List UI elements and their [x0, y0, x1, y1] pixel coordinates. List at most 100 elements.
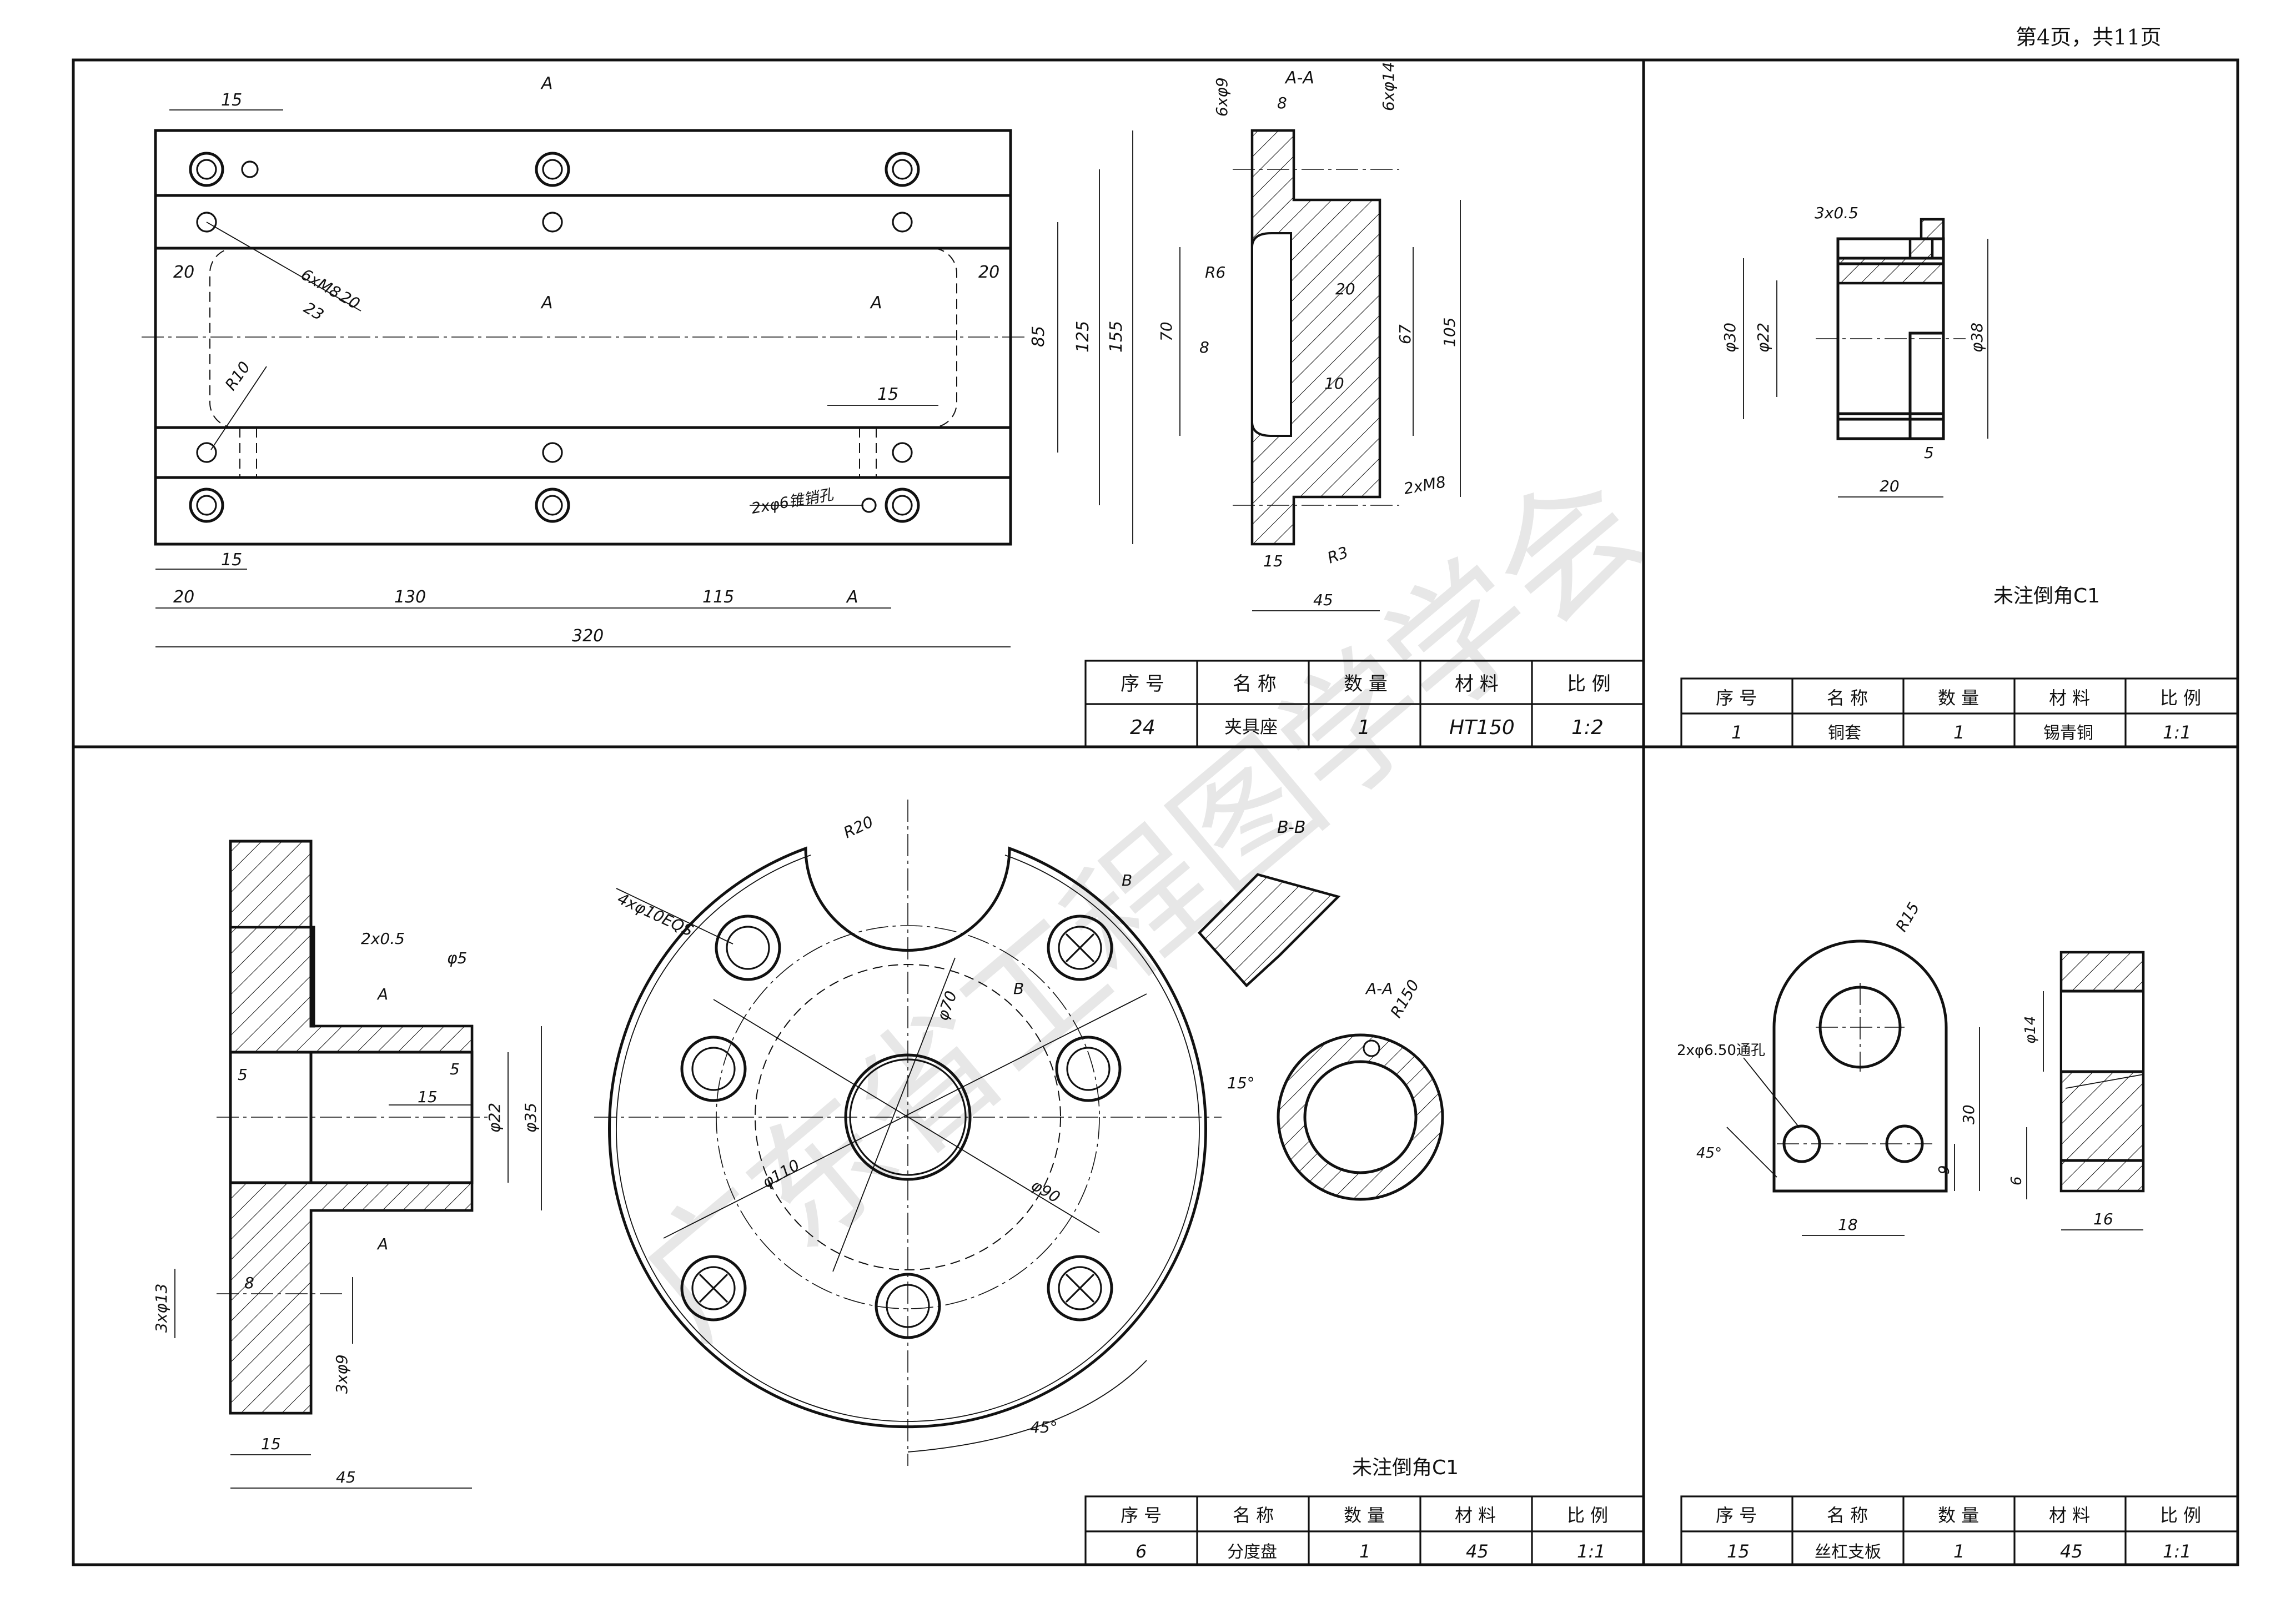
svg-text:45: 45 [1466, 1541, 1489, 1562]
svg-text:23: 23 [301, 298, 327, 324]
svg-text:2xφ6锥销孔: 2xφ6锥销孔 [750, 486, 835, 517]
svg-text:6xM8: 6xM8 [298, 265, 344, 302]
svg-text:2xM8: 2xM8 [1402, 473, 1447, 498]
svg-text:名 称: 名 称 [1827, 1505, 1868, 1526]
svg-text:锡青铜: 锡青铜 [2043, 723, 2093, 743]
svg-text:比 例: 比 例 [1567, 673, 1611, 695]
index-plate-holes [680, 914, 1122, 1339]
index-plate-panel: 2x0.5 φ5 A 5 5 15 φ22 φ35 A 3xφ13 8 3xφ9… [152, 800, 1645, 1566]
svg-text:A: A [540, 293, 553, 313]
svg-text:5: 5 [1924, 444, 1934, 462]
svg-text:15: 15 [877, 385, 898, 404]
svg-text:105: 105 [1440, 318, 1459, 347]
screw-support-panel: R15 2xφ6.50通孔 45° 18 30 9 φ14 6 16 [1677, 899, 2239, 1566]
svg-text:A: A [846, 587, 858, 607]
svg-text:φ22: φ22 [1754, 323, 1772, 353]
svg-text:6: 6 [2008, 1176, 2025, 1185]
svg-text:6xφ14: 6xφ14 [1379, 62, 1398, 111]
svg-text:8: 8 [1199, 338, 1209, 356]
svg-text:A: A [376, 985, 388, 1003]
svg-text:B: B [1013, 979, 1024, 998]
title-block-index-plate: 序 号 名 称 数 量 材 料 比 例 6 分度盘 1 45 1:1 [1084, 1495, 1645, 1566]
svg-text:数 量: 数 量 [1344, 673, 1388, 695]
svg-text:3xφ13: 3xφ13 [152, 1284, 170, 1333]
svg-text:6: 6 [1136, 1541, 1147, 1562]
svg-text:序 号: 序 号 [1716, 687, 1757, 709]
svg-text:序 号: 序 号 [1716, 1505, 1757, 1526]
svg-text:115: 115 [702, 587, 734, 607]
svg-text:R15: R15 [1892, 899, 1923, 934]
svg-text:45: 45 [1313, 591, 1333, 609]
svg-text:材 料: 材 料 [2049, 1505, 2090, 1526]
svg-text:名 称: 名 称 [1233, 1505, 1274, 1526]
svg-text:A: A [870, 293, 882, 313]
title-block-bushing: 序 号 名 称 数 量 材 料 比 例 1 铜套 1 锡青铜 1:1 [1680, 677, 2239, 748]
svg-text:70: 70 [1157, 321, 1175, 341]
svg-text:8: 8 [244, 1274, 254, 1292]
svg-text:φ30: φ30 [1721, 323, 1739, 353]
svg-text:30: 30 [1960, 1104, 1978, 1124]
fixture-base-plan-view: 15 20 20 6xM8 20 23 R10 15 2xφ6锥销孔 15 20… [142, 74, 1133, 647]
svg-text:序 号: 序 号 [1121, 673, 1164, 695]
svg-text:1: 1 [1953, 722, 1965, 743]
svg-text:比 例: 比 例 [1567, 1505, 1608, 1526]
index-plate-section-aa: A-A R150 [1277, 977, 1444, 1201]
svg-text:125: 125 [1073, 321, 1093, 353]
svg-text:45°: 45° [1030, 1418, 1058, 1436]
svg-text:丝杠支板: 丝杠支板 [1815, 1542, 1881, 1562]
svg-text:HT150: HT150 [1449, 716, 1515, 739]
svg-text:3x0.5: 3x0.5 [1815, 204, 1858, 222]
svg-text:序 号: 序 号 [1121, 1505, 1162, 1526]
svg-text:比 例: 比 例 [2160, 687, 2201, 709]
svg-text:数 量: 数 量 [1938, 687, 1979, 709]
page-number: 第4页，共11页 [2016, 25, 2162, 49]
screw-support-side-section: φ14 6 16 [2008, 951, 2145, 1230]
svg-text:材 料: 材 料 [2049, 687, 2090, 709]
svg-text:20: 20 [173, 587, 194, 607]
svg-text:6xφ9: 6xφ9 [1213, 77, 1231, 117]
svg-text:15: 15 [1727, 1541, 1750, 1562]
svg-text:320: 320 [572, 626, 604, 646]
svg-text:2xφ6.50通孔: 2xφ6.50通孔 [1677, 1042, 1765, 1059]
svg-text:2x0.5: 2x0.5 [361, 929, 405, 948]
index-plate-note: 未注倒角C1 [1352, 1456, 1459, 1479]
svg-text:1:1: 1:1 [2163, 1541, 2192, 1562]
svg-text:材 料: 材 料 [1455, 673, 1499, 695]
svg-text:1: 1 [1359, 1541, 1370, 1562]
svg-text:85: 85 [1029, 326, 1048, 347]
svg-text:10: 10 [1324, 374, 1344, 393]
index-plate-section-bb: B-B [1197, 818, 1341, 988]
svg-text:20: 20 [1880, 477, 1900, 495]
screw-support-front-view: R15 2xφ6.50通孔 45° 18 30 9 [1677, 899, 1980, 1236]
svg-text:15: 15 [221, 550, 242, 570]
svg-text:15: 15 [1263, 552, 1283, 570]
svg-text:15: 15 [221, 91, 242, 110]
svg-text:24: 24 [1130, 716, 1155, 739]
svg-text:4xφ10EQS: 4xφ10EQS [615, 889, 696, 940]
svg-text:数 量: 数 量 [1344, 1505, 1385, 1526]
svg-text:45°: 45° [1696, 1145, 1722, 1162]
svg-text:15: 15 [418, 1088, 438, 1106]
svg-text:R20: R20 [841, 812, 876, 842]
svg-text:φ35: φ35 [521, 1103, 540, 1133]
counterbore-holes [189, 152, 920, 523]
svg-text:分度盘: 分度盘 [1227, 1542, 1277, 1562]
svg-text:数 量: 数 量 [1938, 1505, 1979, 1526]
svg-text:9: 9 [1936, 1165, 1953, 1174]
svg-text:φ14: φ14 [2022, 1016, 2039, 1044]
svg-text:夹具座: 夹具座 [1224, 716, 1278, 737]
svg-text:5: 5 [450, 1060, 460, 1078]
svg-text:3xφ9: 3xφ9 [333, 1354, 351, 1394]
svg-text:45: 45 [336, 1468, 356, 1486]
svg-text:16: 16 [2093, 1210, 2113, 1228]
svg-text:φ90: φ90 [1028, 1175, 1063, 1207]
svg-text:B-B: B-B [1277, 818, 1305, 837]
svg-text:φ5: φ5 [447, 949, 467, 967]
svg-text:铜套: 铜套 [1828, 723, 1861, 743]
svg-text:1:2: 1:2 [1571, 716, 1604, 739]
svg-text:155: 155 [1107, 321, 1126, 353]
svg-text:1: 1 [1953, 1541, 1965, 1562]
svg-text:130: 130 [394, 587, 426, 607]
svg-text:φ38: φ38 [1968, 323, 1986, 353]
